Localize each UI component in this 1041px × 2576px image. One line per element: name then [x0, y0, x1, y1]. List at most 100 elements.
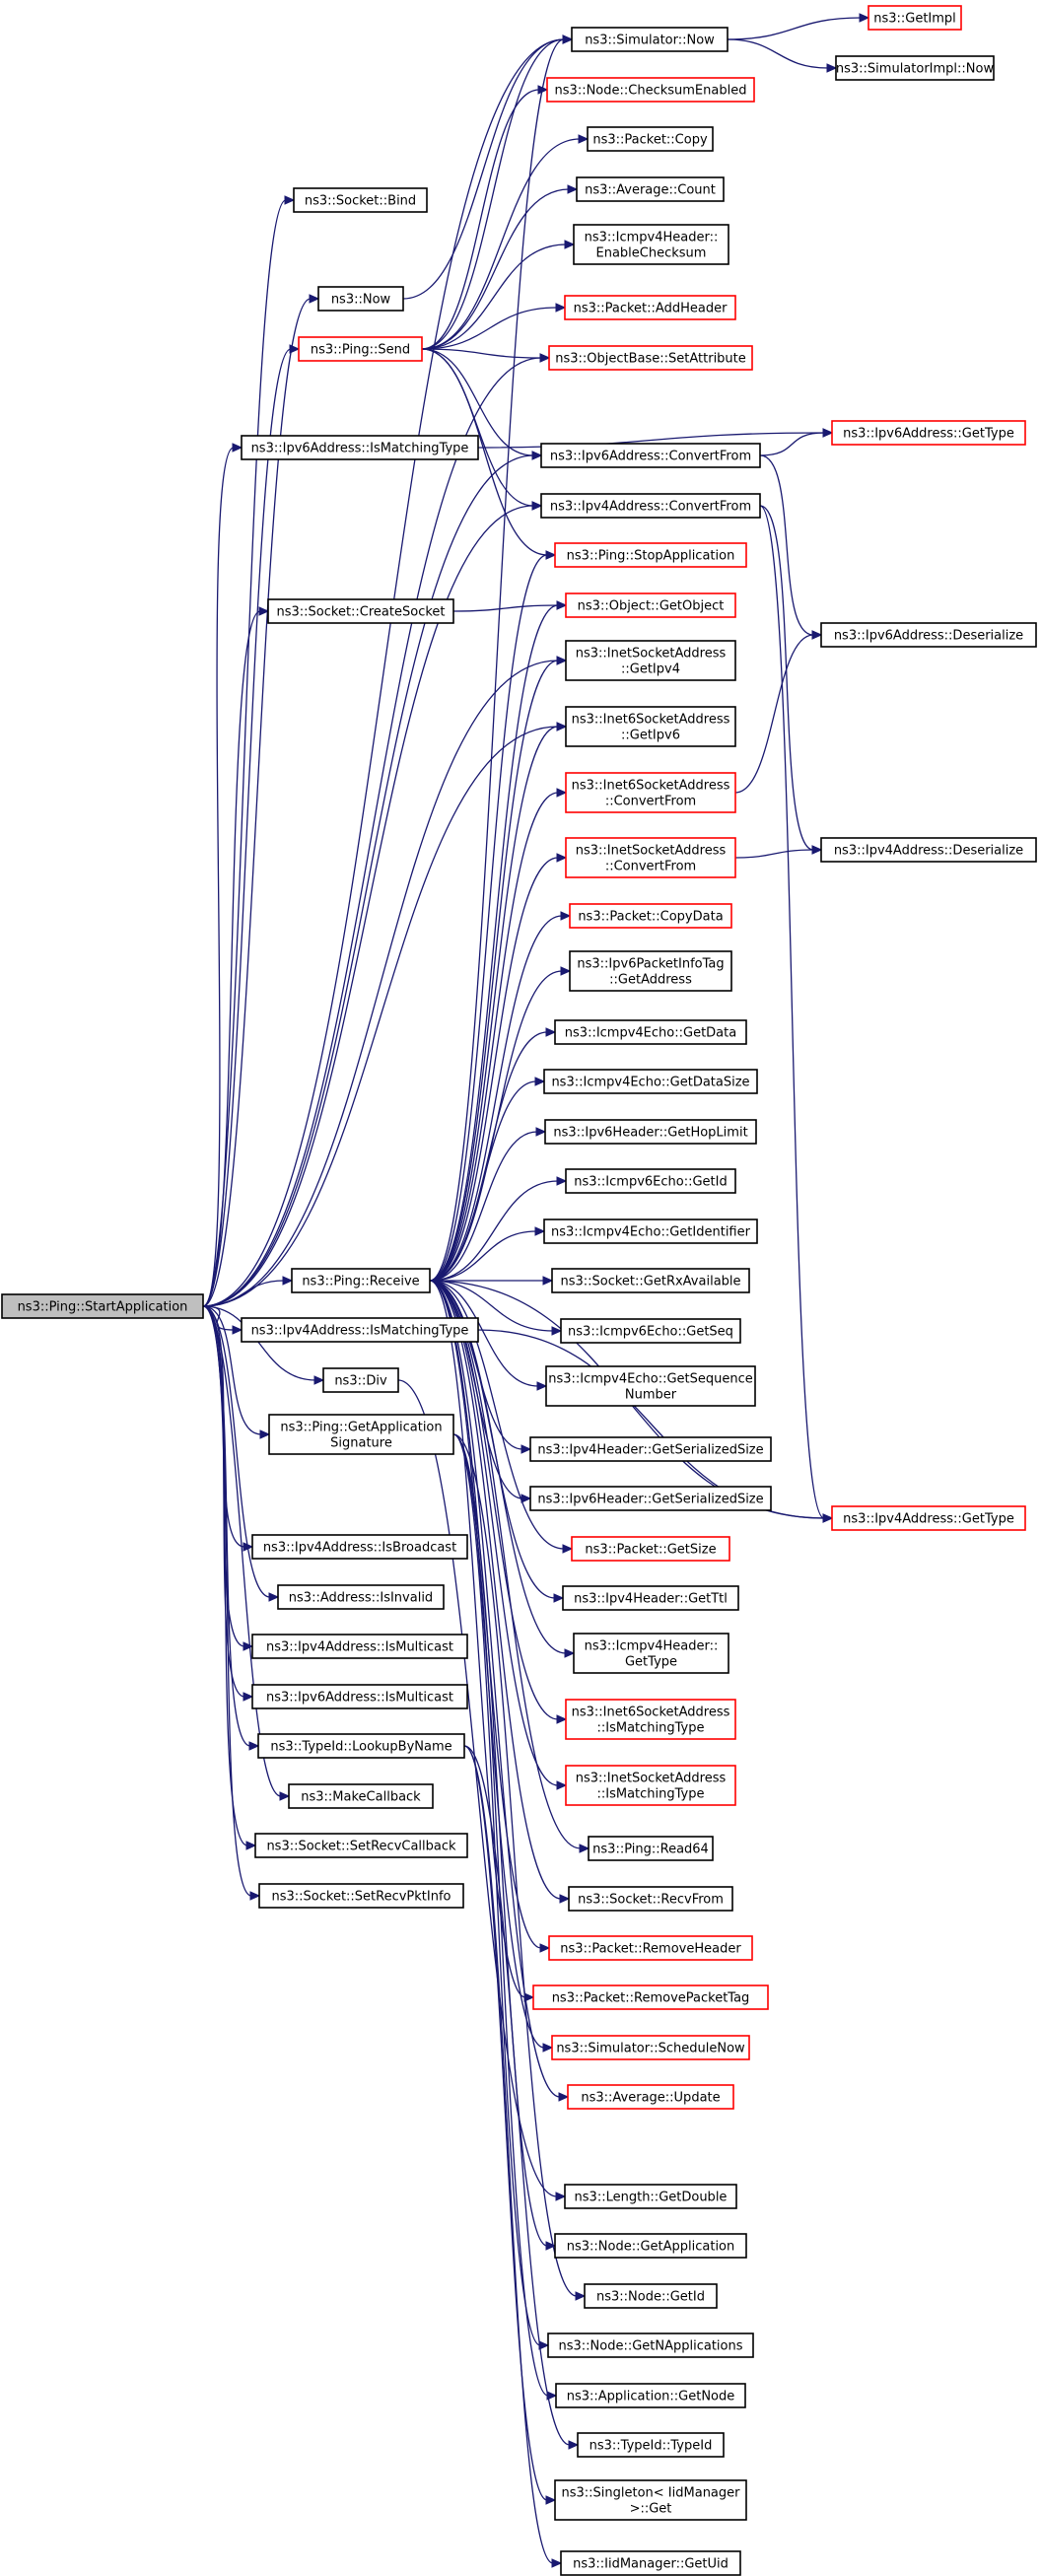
node-avgCount[interactable]: ns3::Average::Count	[576, 176, 725, 202]
edge-arrowhead-ipv4HeaderTtl	[553, 1593, 565, 1603]
node-ipv4IsBroadcast[interactable]: ns3::Ipv4Address::IsBroadcast	[251, 1534, 468, 1560]
edge-pingReceive-to-inet6IsMatching	[429, 1280, 559, 1720]
node-ipv4IsMatching-label-0: ns3::Ipv4Address::IsMatchingType	[251, 1324, 469, 1339]
node-packetRemovePacketTag[interactable]: ns3::Packet::RemovePacketTag	[532, 1984, 769, 2010]
node-inet6GetIpv6[interactable]: ns3::Inet6SocketAddress::GetIpv6	[565, 706, 736, 747]
edge-arrowhead-icmpv6EchoGetId	[556, 1176, 568, 1186]
node-ipv4IsMulticast[interactable]: ns3::Ipv4Address::IsMulticast	[251, 1634, 468, 1659]
node-nodeGetApplication[interactable]: ns3::Node::GetApplication	[554, 2233, 747, 2259]
node-lengthGetDouble-box	[564, 2184, 737, 2209]
node-ipv6GetType[interactable]: ns3::Ipv6Address::GetType	[831, 420, 1026, 446]
node-inetConvertFrom[interactable]: ns3::InetSocketAddress::ConvertFrom	[565, 837, 736, 878]
node-ipv4HeaderTtl[interactable]: ns3::Ipv4Header::GetTtl	[562, 1585, 739, 1611]
node-packetAddHeader-label-0: ns3::Packet::AddHeader	[574, 302, 728, 316]
node-ipv4IsMatching[interactable]: ns3::Ipv4Address::IsMatchingType	[241, 1317, 479, 1343]
edge-ipv6ConvertFrom-to-ipv6GetType	[759, 432, 825, 456]
node-socketRxAvailable[interactable]: ns3::Socket::GetRxAvailable	[551, 1268, 750, 1293]
node-icmpv4EchoGetIdentifier-label-0: ns3::Icmpv4Echo::GetIdentifier	[551, 1225, 751, 1240]
node-socketRecvFrom[interactable]: ns3::Socket::RecvFrom	[568, 1886, 733, 1912]
node-ipv6IsMatching[interactable]: ns3::Ipv6Address::IsMatchingType	[241, 435, 479, 460]
node-nodeGetNApps-box	[547, 2332, 754, 2358]
edge-arrowhead-appGetNode	[546, 2391, 558, 2401]
node-inet6IsMatching[interactable]: ns3::Inet6SocketAddress::IsMatchingType	[565, 1699, 736, 1740]
node-simImplNow[interactable]: ns3::SimulatorImpl::Now	[835, 55, 995, 81]
node-icmpv6EchoGetSeq[interactable]: ns3::Icmpv6Echo::GetSeq	[560, 1318, 741, 1344]
node-ipv6ConvertFrom[interactable]: ns3::Ipv6Address::ConvertFrom	[540, 443, 761, 468]
node-addrIsInvalid[interactable]: ns3::Address::IsInvalid	[277, 1584, 445, 1610]
node-simNow[interactable]: ns3::Simulator::Now	[571, 27, 729, 52]
node-ipv4ConvertFrom[interactable]: ns3::Ipv4Address::ConvertFrom	[540, 493, 761, 519]
node-now[interactable]: ns3::Now	[317, 286, 404, 312]
node-div[interactable]: ns3::Div	[322, 1367, 399, 1393]
node-icmpv6EchoGetId[interactable]: ns3::Icmpv6Echo::GetId	[565, 1168, 736, 1194]
node-packetGetSize[interactable]: ns3::Packet::GetSize	[571, 1536, 730, 1562]
edge-arrowhead-inet6IsMatching	[556, 1714, 568, 1724]
node-makeCallback[interactable]: ns3::MakeCallback	[288, 1783, 434, 1809]
node-inet6ConvertFrom[interactable]: ns3::Inet6SocketAddress::ConvertFrom	[565, 772, 736, 813]
edge-arrowhead-addrIsInvalid	[268, 1592, 280, 1602]
node-stopApp[interactable]: ns3::Ping::StopApplication	[554, 542, 747, 568]
node-icmpv4EchoGetData[interactable]: ns3::Icmpv4Echo::GetData	[554, 1019, 747, 1045]
node-inet6GetIpv6-box	[565, 706, 736, 747]
node-ipv4GetType[interactable]: ns3::Ipv4Address::GetType	[831, 1505, 1026, 1531]
node-packetRemoveHeader[interactable]: ns3::Packet::RemoveHeader	[548, 1935, 753, 1961]
node-ipv4Deserialize[interactable]: ns3::Ipv4Address::Deserialize	[820, 837, 1037, 863]
node-ipv4ConvertFrom-label-0: ns3::Ipv4Address::ConvertFrom	[550, 500, 751, 515]
node-ipv6HeaderHopLimit[interactable]: ns3::Ipv6Header::GetHopLimit	[544, 1119, 757, 1145]
node-avgUpdate[interactable]: ns3::Average::Update	[567, 2084, 734, 2110]
node-icmpv4EchoGetData-box	[554, 1019, 747, 1045]
edge-arrowhead-icmpv4HeaderGetType	[564, 1648, 576, 1658]
node-inetIsMatching[interactable]: ns3::InetSocketAddress::IsMatchingType	[565, 1765, 736, 1806]
node-pingSend[interactable]: ns3::Ping::Send	[298, 336, 423, 362]
edge-arrowhead-div	[313, 1375, 325, 1385]
node-lengthGetDouble[interactable]: ns3::Length::GetDouble	[564, 2184, 737, 2209]
node-appGetNode-label-0: ns3::Application::GetNode	[567, 2390, 735, 2404]
node-socketCreate[interactable]: ns3::Socket::CreateSocket	[267, 598, 454, 624]
node-packetCopy[interactable]: ns3::Packet::Copy	[587, 126, 714, 152]
node-ipv6HeaderSerSize[interactable]: ns3::Ipv6Header::GetSerializedSize	[529, 1486, 772, 1511]
node-pingReceive[interactable]: ns3::Ping::Receive	[291, 1268, 431, 1293]
node-inetGetIpv4[interactable]: ns3::InetSocketAddress::GetIpv4	[565, 640, 736, 681]
node-icmpv4EchoGetSeqNum-box	[545, 1365, 756, 1407]
node-icmpv4EchoGetDataSize-box	[543, 1069, 758, 1094]
node-appGetNode[interactable]: ns3::Application::GetNode	[555, 2383, 746, 2408]
node-iidGetUid[interactable]: ns3::IidManager::GetUid	[560, 2550, 741, 2576]
node-ipv6PktInfoTag[interactable]: ns3::Ipv6PacketInfoTag::GetAddress	[569, 950, 732, 992]
node-ipv6Deserialize[interactable]: ns3::Ipv6Address::Deserialize	[820, 622, 1037, 648]
node-lookupByName[interactable]: ns3::TypeId::LookupByName	[257, 1733, 465, 1759]
edge-arrowhead-simScheduleNow	[542, 2043, 554, 2053]
node-setAttribute[interactable]: ns3::ObjectBase::SetAttribute	[548, 345, 753, 371]
node-ipv4IsMulticast-label-0: ns3::Ipv4Address::IsMulticast	[266, 1640, 453, 1655]
node-packetAddHeader[interactable]: ns3::Packet::AddHeader	[564, 295, 736, 320]
edge-pingSend-to-stopApp	[421, 348, 548, 556]
node-setRecvCallback[interactable]: ns3::Socket::SetRecvCallback	[254, 1833, 468, 1858]
node-pingRead64[interactable]: ns3::Ping::Read64	[588, 1836, 714, 1861]
node-nodeGetNApps[interactable]: ns3::Node::GetNApplications	[547, 2332, 754, 2358]
edge-arrowhead-avgCount	[567, 184, 579, 194]
node-icmpv4EchoGetIdentifier[interactable]: ns3::Icmpv4Echo::GetIdentifier	[543, 1218, 758, 1244]
node-socketBind[interactable]: ns3::Socket::Bind	[293, 187, 428, 213]
node-icmpv4HeaderGetType[interactable]: ns3::Icmpv4Header::GetType	[573, 1633, 729, 1674]
node-start[interactable]: ns3::Ping::StartApplication	[1, 1293, 204, 1319]
node-ipv6IsMulticast[interactable]: ns3::Ipv6Address::IsMulticast	[251, 1684, 468, 1709]
edge-pingReceive-to-getObject	[429, 604, 559, 1282]
node-setRecvPktInfo[interactable]: ns3::Socket::SetRecvPktInfo	[258, 1883, 464, 1909]
node-getImpl[interactable]: ns3::GetImpl	[868, 5, 962, 31]
node-packetCopyData-box	[569, 903, 732, 929]
node-getObject[interactable]: ns3::Object::GetObject	[565, 592, 736, 618]
node-checksumEnabled[interactable]: ns3::Node::ChecksumEnabled	[546, 77, 755, 103]
node-ipv4HeaderSerSize[interactable]: ns3::Ipv4Header::GetSerializedSize	[529, 1436, 772, 1462]
node-typeIdTypeId[interactable]: ns3::TypeId::TypeId	[577, 2432, 725, 2458]
edge-arrowhead-iidGetUid	[551, 2558, 563, 2568]
node-icmpv4EnableChecksum[interactable]: ns3::Icmpv4Header::EnableChecksum	[573, 224, 729, 265]
node-packetCopy-box	[587, 126, 714, 152]
node-packetCopyData[interactable]: ns3::Packet::CopyData	[569, 903, 732, 929]
node-simScheduleNow[interactable]: ns3::Simulator::ScheduleNow	[551, 2035, 750, 2060]
node-nodeGetId[interactable]: ns3::Node::GetId	[584, 2283, 718, 2309]
edge-start-to-setRecvCallback	[202, 1305, 248, 1846]
node-ipv4Deserialize-box	[820, 837, 1037, 863]
node-icmpv4EchoGetDataSize[interactable]: ns3::Icmpv4Echo::GetDataSize	[543, 1069, 758, 1094]
node-singletonGet[interactable]: ns3::Singleton< IidManager >::Get	[554, 2479, 747, 2521]
